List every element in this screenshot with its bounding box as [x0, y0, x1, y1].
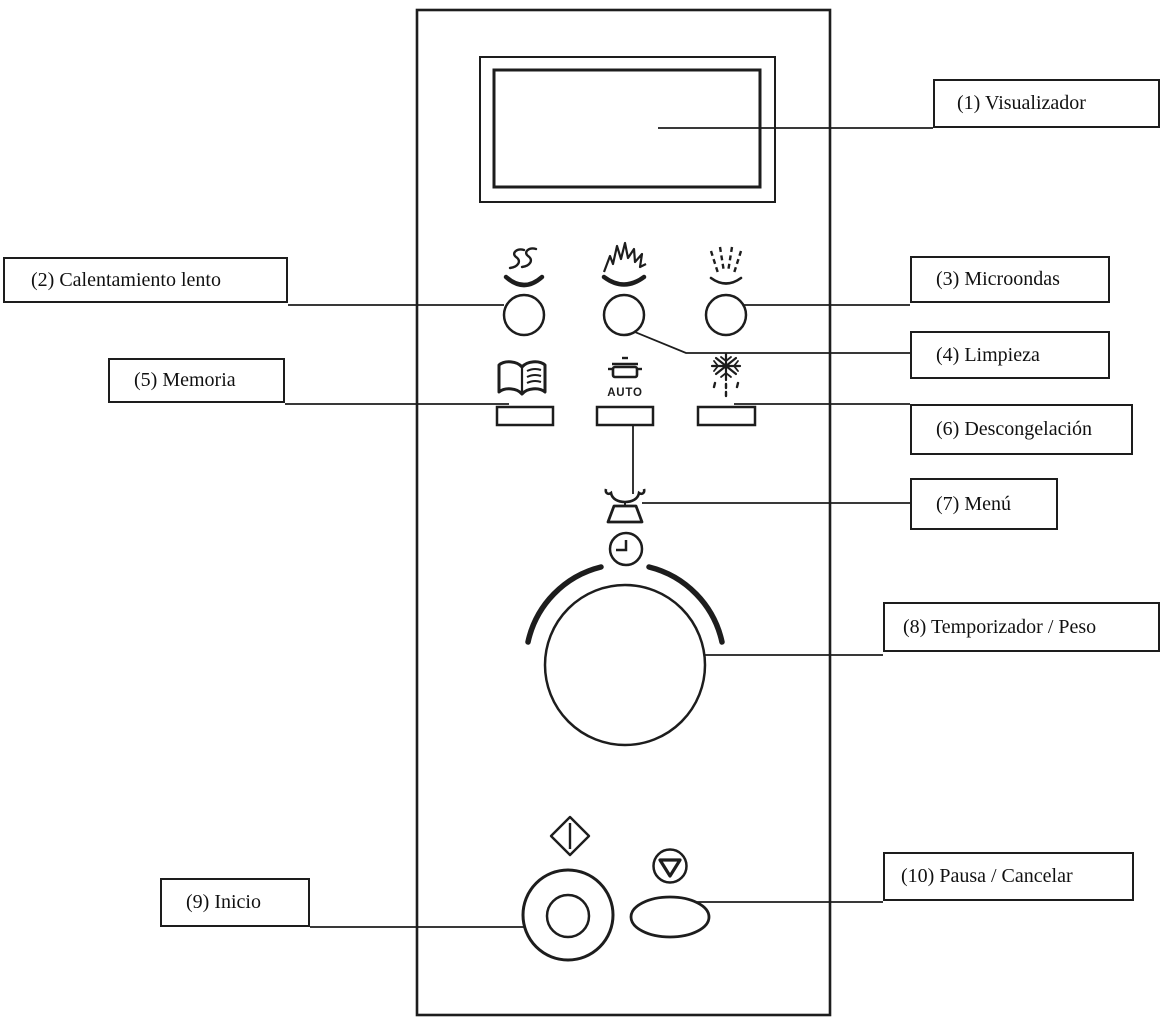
- start-diamond-icon: [549, 815, 591, 857]
- display-outer-frame: [479, 56, 776, 203]
- label-box-memoria: (5) Memoria: [108, 358, 285, 403]
- start-button-inner[interactable]: [545, 893, 591, 939]
- label-box-menu: (7) Menú: [910, 478, 1058, 530]
- auto-button-text: AUTO: [607, 387, 643, 399]
- start-button[interactable]: [521, 868, 615, 962]
- auto-button[interactable]: AUTO: [595, 356, 655, 427]
- leader-line-4: [629, 329, 910, 354]
- memory-button[interactable]: [495, 360, 555, 427]
- label-box-inicio: (9) Inicio: [160, 878, 310, 927]
- label-box-limpieza: (4) Limpieza: [910, 331, 1110, 379]
- slow-heat-button[interactable]: [502, 247, 546, 337]
- defrost-button[interactable]: [696, 352, 757, 427]
- label-box-descongelacion: (6) Descongelación: [910, 404, 1133, 455]
- label-box-pausa: (10) Pausa / Cancelar: [883, 852, 1134, 901]
- pot-auto-icon: AUTO: [607, 356, 643, 399]
- menu-scale-icon[interactable]: [604, 488, 646, 524]
- microwave-button[interactable]: [704, 246, 748, 337]
- scale-dish: [604, 488, 646, 504]
- clean-button[interactable]: [601, 241, 647, 337]
- splash-dish-icon: [601, 241, 647, 287]
- clock-hands: [616, 540, 628, 552]
- steam-dish-icon: [503, 247, 545, 288]
- snowflake-drip-icon: [710, 352, 742, 398]
- spray-dish-icon: [709, 246, 743, 285]
- dial-arc-right: [646, 564, 725, 645]
- open-book-icon: [497, 360, 547, 396]
- stop-triangle-icon: [652, 848, 688, 884]
- clock-icon: [608, 531, 644, 567]
- panel-outline: [415, 8, 832, 1017]
- dial-arc-left: [525, 564, 604, 645]
- display: [479, 56, 776, 203]
- scale-base: [606, 504, 644, 524]
- label-box-microondas: (3) Microondas: [910, 256, 1110, 303]
- label-box-calentamiento: (2) Calentamiento lento: [3, 257, 288, 303]
- label-box-visualizador: (1) Visualizador: [933, 79, 1160, 128]
- label-box-temporizador: (8) Temporizador / Peso: [883, 602, 1160, 652]
- dial-knob[interactable]: [543, 583, 707, 747]
- timer-weight-dial[interactable]: [525, 564, 725, 747]
- pause-cancel-button[interactable]: [629, 895, 711, 939]
